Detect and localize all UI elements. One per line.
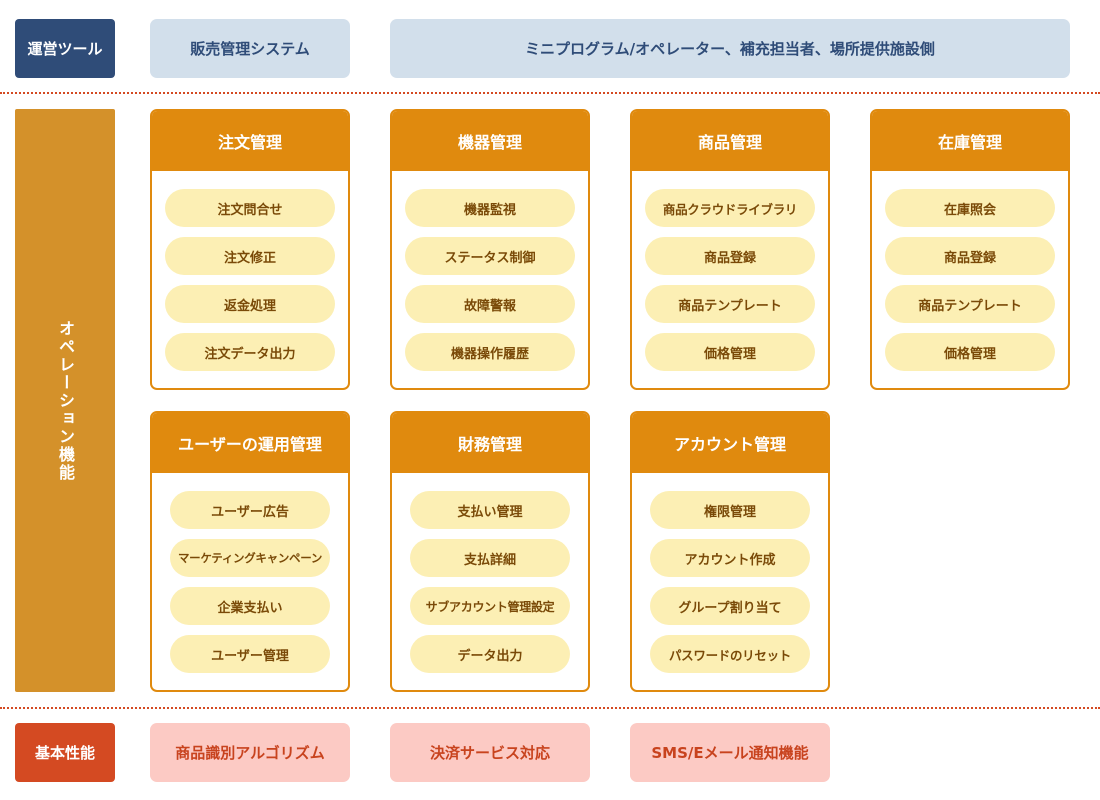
- module-finance-title: 財務管理: [392, 413, 588, 473]
- pill-device-monitor: 機器監視: [405, 189, 575, 227]
- tool-mini-program: ミニプログラム/オペレーター、補充担当者、場所提供施設側: [390, 19, 1070, 78]
- pill-product-template: 商品テンプレート: [645, 285, 815, 323]
- pill-password-reset: パスワードのリセット: [650, 635, 810, 673]
- pill-price-management: 価格管理: [645, 333, 815, 371]
- pill-inventory-inquiry: 在庫照会: [885, 189, 1055, 227]
- pill-product-cloud-library: 商品クラウドライブラリ: [645, 189, 815, 227]
- category-tools: 運営ツール: [15, 19, 115, 78]
- basic-payment-service-label: 決済サービス対応: [429, 744, 550, 762]
- tool-sales-system-label: 販売管理システム: [190, 40, 310, 58]
- pill-data-export: データ出力: [410, 635, 570, 673]
- basic-product-recognition: 商品識別アルゴリズム: [150, 723, 350, 782]
- module-finance: 財務管理 支払い管理 支払詳細 サブアカウント管理設定 データ出力: [390, 411, 590, 692]
- module-user-operations-title: ユーザーの運用管理: [152, 413, 348, 473]
- basic-product-recognition-label: 商品識別アルゴリズム: [175, 744, 325, 762]
- pill-marketing-campaign: マーケティングキャンペーン: [170, 539, 330, 577]
- category-basic: 基本性能: [15, 723, 115, 782]
- category-operations: オペレーション機能: [15, 109, 115, 692]
- pill-device-history: 機器操作履歴: [405, 333, 575, 371]
- module-device: 機器管理 機器監視 ステータス制御 故障警報 機器操作履歴: [390, 109, 590, 390]
- separator-top: [0, 92, 1100, 94]
- pill-payment-details: 支払詳細: [410, 539, 570, 577]
- pill-inventory-product-register: 商品登録: [885, 237, 1055, 275]
- category-tools-label: 運営ツール: [27, 40, 103, 58]
- module-account: アカウント管理 権限管理 アカウント作成 グループ割り当て パスワードのリセット: [630, 411, 830, 692]
- module-product: 商品管理 商品クラウドライブラリ 商品登録 商品テンプレート 価格管理: [630, 109, 830, 390]
- separator-bottom: [0, 707, 1100, 709]
- pill-user-ads: ユーザー広告: [170, 491, 330, 529]
- pill-product-register: 商品登録: [645, 237, 815, 275]
- module-product-title: 商品管理: [632, 111, 828, 171]
- module-account-title: アカウント管理: [632, 413, 828, 473]
- pill-fault-alert: 故障警報: [405, 285, 575, 323]
- basic-notification-label: SMS/Eメール通知機能: [651, 744, 809, 762]
- pill-inventory-product-template: 商品テンプレート: [885, 285, 1055, 323]
- module-device-title: 機器管理: [392, 111, 588, 171]
- basic-notification: SMS/Eメール通知機能: [630, 723, 830, 782]
- module-order-title: 注文管理: [152, 111, 348, 171]
- module-user-operations: ユーザーの運用管理 ユーザー広告 マーケティングキャンペーン 企業支払い ユーザ…: [150, 411, 350, 692]
- category-operations-label: オペレーション機能: [56, 319, 75, 482]
- basic-payment-service: 決済サービス対応: [390, 723, 590, 782]
- pill-inventory-price-management: 価格管理: [885, 333, 1055, 371]
- pill-refund: 返金処理: [165, 285, 335, 323]
- module-inventory: 在庫管理 在庫照会 商品登録 商品テンプレート 価格管理: [870, 109, 1070, 390]
- pill-account-create: アカウント作成: [650, 539, 810, 577]
- pill-user-management: ユーザー管理: [170, 635, 330, 673]
- tool-mini-program-label: ミニプログラム/オペレーター、補充担当者、場所提供施設側: [525, 40, 935, 58]
- pill-permission-management: 権限管理: [650, 491, 810, 529]
- tool-sales-system: 販売管理システム: [150, 19, 350, 78]
- pill-group-assign: グループ割り当て: [650, 587, 810, 625]
- pill-order-inquiry: 注文問合せ: [165, 189, 335, 227]
- pill-corporate-payment: 企業支払い: [170, 587, 330, 625]
- pill-order-edit: 注文修正: [165, 237, 335, 275]
- pill-payment-management: 支払い管理: [410, 491, 570, 529]
- category-basic-label: 基本性能: [34, 744, 95, 762]
- pill-subaccount-settings: サブアカウント管理設定: [410, 587, 570, 625]
- pill-order-export: 注文データ出力: [165, 333, 335, 371]
- pill-status-control: ステータス制御: [405, 237, 575, 275]
- module-inventory-title: 在庫管理: [872, 111, 1068, 171]
- module-order: 注文管理 注文問合せ 注文修正 返金処理 注文データ出力: [150, 109, 350, 390]
